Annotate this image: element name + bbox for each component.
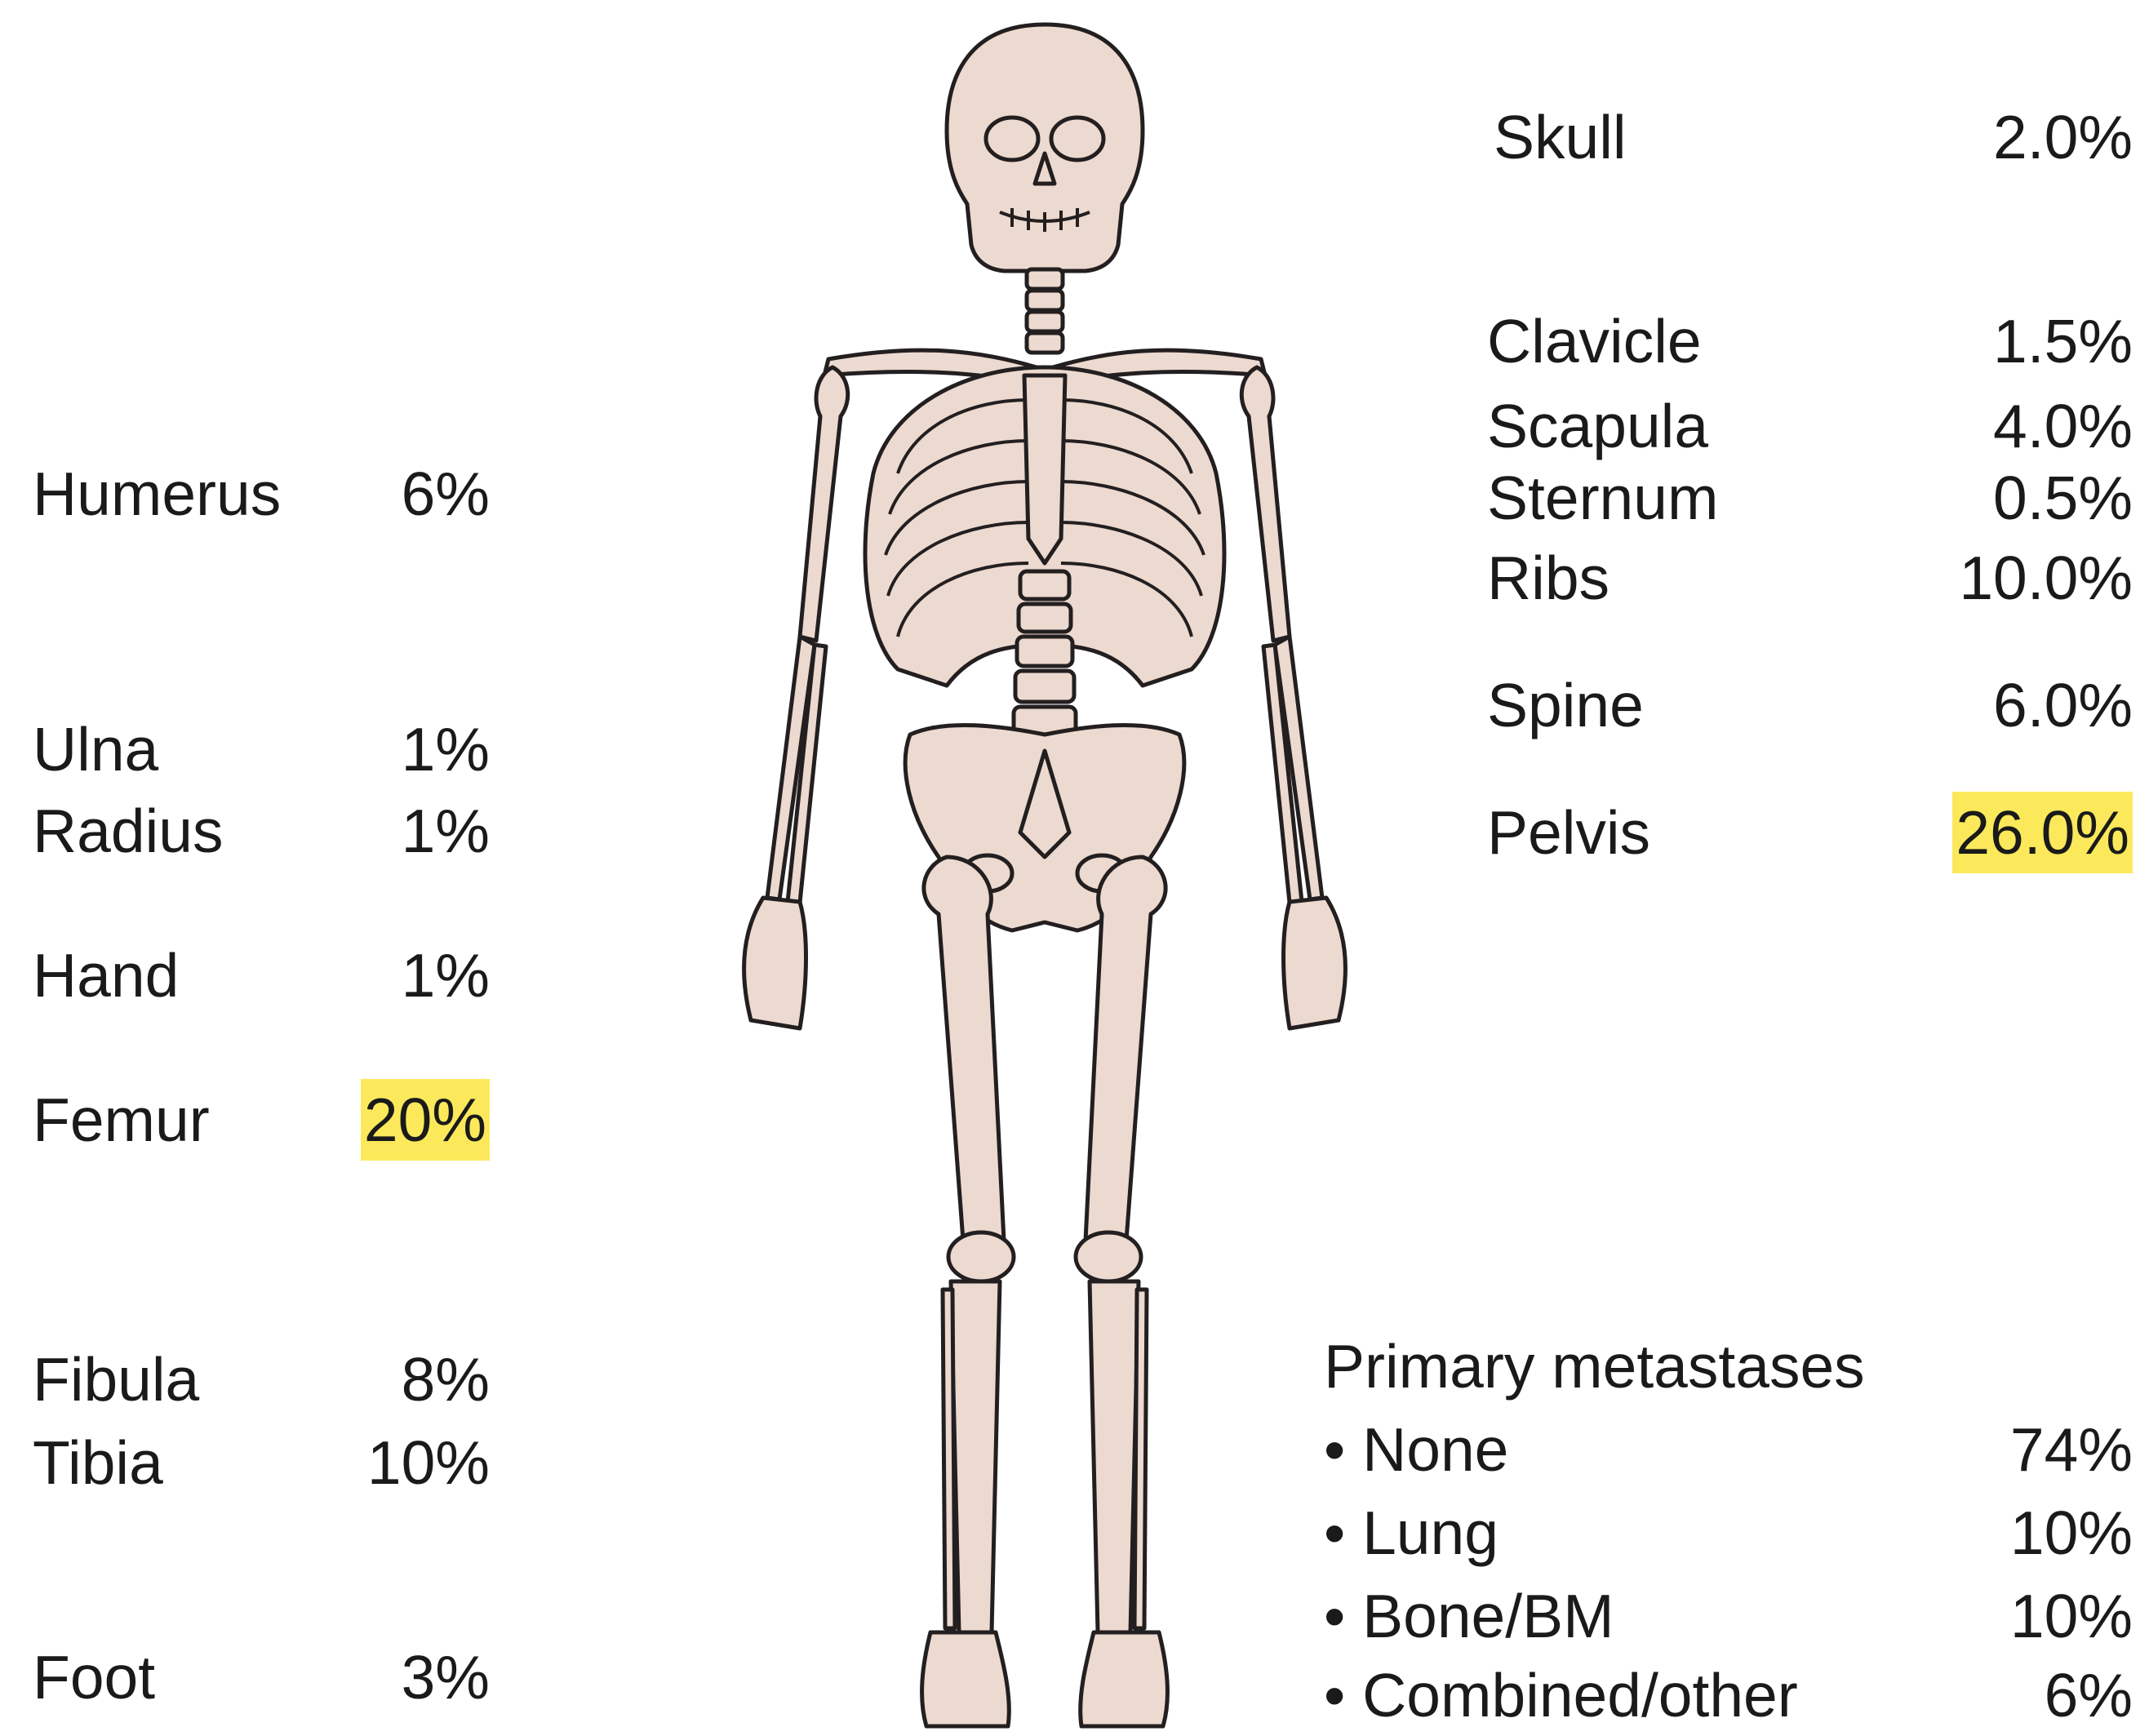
value-skull: 2.0% xyxy=(1993,96,2133,178)
metastases-value-combined-other: 6% xyxy=(2045,1654,2133,1736)
value-pelvis-highlighted: 26.0% xyxy=(1952,792,2133,873)
value-humerus: 6% xyxy=(402,453,490,535)
label-sternum: Sternum xyxy=(1487,457,1718,539)
cervical-spine xyxy=(1027,269,1063,353)
value-sternum: 0.5% xyxy=(1993,457,2133,539)
value-clavicle: 1.5% xyxy=(1993,300,2133,382)
value-femur-highlighted: 20% xyxy=(361,1079,490,1161)
label-spine: Spine xyxy=(1487,664,1644,746)
right-leg xyxy=(1076,857,1167,1726)
value-radius: 1% xyxy=(402,790,490,872)
label-radius: Radius xyxy=(33,790,223,872)
value-spine: 6.0% xyxy=(1993,664,2133,746)
metastases-value-bone-bm: 10% xyxy=(2010,1575,2133,1657)
left-leg xyxy=(922,857,1014,1726)
label-ribs: Ribs xyxy=(1487,537,1610,619)
label-clavicle: Clavicle xyxy=(1487,300,1702,382)
metastases-value-none: 74% xyxy=(2010,1409,2133,1490)
label-pelvis: Pelvis xyxy=(1487,792,1650,873)
value-ulna: 1% xyxy=(402,708,490,790)
label-humerus: Humerus xyxy=(33,453,281,535)
right-arm xyxy=(1241,367,1345,1028)
label-hand: Hand xyxy=(33,935,179,1016)
metastases-value-lung: 10% xyxy=(2010,1492,2133,1574)
value-fibula: 8% xyxy=(402,1339,490,1420)
label-scapula: Scapula xyxy=(1487,385,1708,467)
label-ulna: Ulna xyxy=(33,708,158,790)
label-fibula: Fibula xyxy=(33,1339,199,1420)
skull xyxy=(947,24,1143,271)
value-scapula: 4.0% xyxy=(1993,385,2133,467)
left-arm xyxy=(744,367,848,1028)
label-femur: Femur xyxy=(33,1079,210,1161)
value-hand: 1% xyxy=(402,935,490,1016)
skeleton-figure xyxy=(677,16,1412,1736)
label-foot: Foot xyxy=(33,1636,155,1718)
label-tibia: Tibia xyxy=(33,1422,163,1503)
value-foot: 3% xyxy=(402,1636,490,1718)
value-tibia: 10% xyxy=(367,1422,490,1503)
value-ribs: 10.0% xyxy=(1959,537,2133,619)
lumbar-spine xyxy=(1014,571,1076,739)
label-skull: Skull xyxy=(1494,96,1627,178)
